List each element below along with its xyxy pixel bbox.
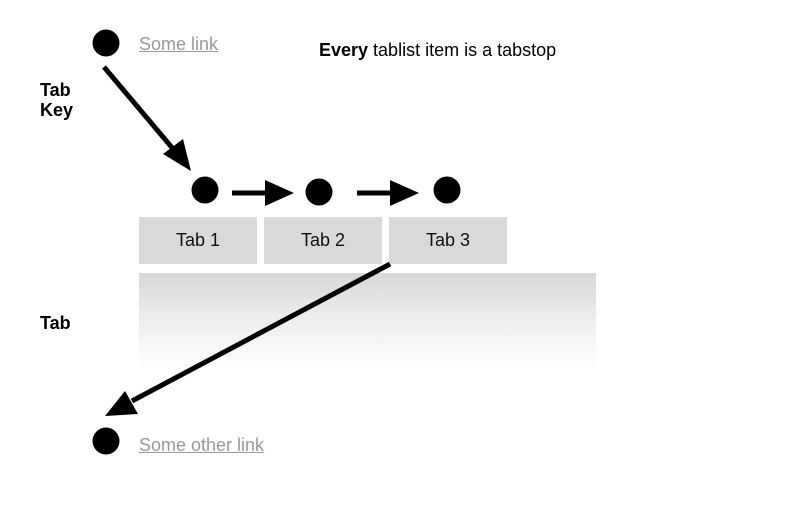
focus-dot-some-link bbox=[92, 29, 120, 57]
some-link[interactable]: Some link bbox=[139, 34, 219, 54]
tab-2[interactable]: Tab 2 bbox=[264, 217, 382, 264]
focus-dot-tab-1 bbox=[191, 176, 219, 204]
tab-label: Tab bbox=[40, 313, 71, 333]
tab-key-label: Tab Key bbox=[40, 80, 73, 120]
tab-key-label-line2: Key bbox=[40, 100, 74, 120]
headline-emphasis: Every bbox=[319, 40, 369, 60]
arrow-tab1-to-tab2 bbox=[232, 180, 294, 206]
focus-dot-tab-3 bbox=[433, 176, 461, 204]
focus-dot-tab-2 bbox=[305, 178, 333, 206]
tab-panel bbox=[139, 273, 596, 370]
tab-1[interactable]: Tab 1 bbox=[139, 217, 257, 264]
arrow-tab2-to-tab3 bbox=[357, 180, 419, 206]
some-other-link[interactable]: Some other link bbox=[139, 435, 265, 455]
headline-text: tablist item is a tabstop bbox=[368, 40, 557, 60]
tab-3[interactable]: Tab 3 bbox=[389, 217, 507, 264]
tab-key-label-line1: Tab bbox=[40, 80, 71, 100]
headline: Every tablist item is a tabstop bbox=[319, 40, 556, 60]
arrow-link-to-tab1 bbox=[102, 65, 191, 171]
focus-dot-some-other-link bbox=[92, 427, 120, 455]
